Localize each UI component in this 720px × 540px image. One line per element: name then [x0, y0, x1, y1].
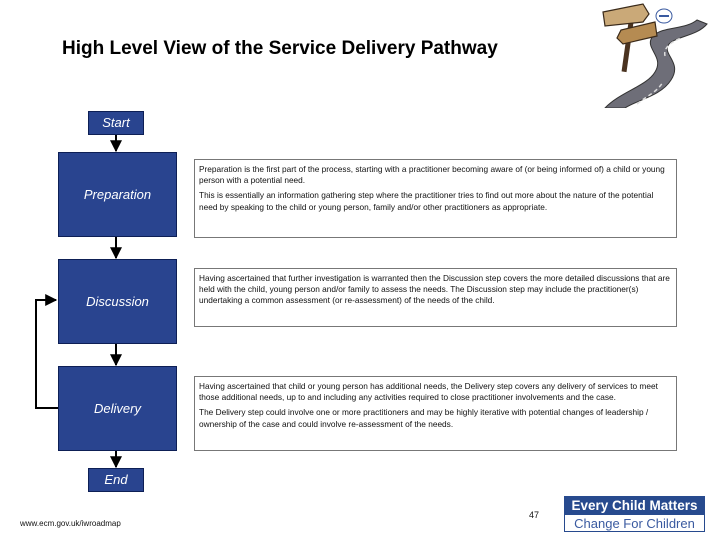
signpost-road-icon — [602, 3, 708, 108]
delivery-description: Having ascertained that child or young p… — [194, 376, 677, 451]
end-label: End — [104, 472, 128, 487]
preparation-paragraph-1: Preparation is the first part of the pro… — [199, 164, 665, 186]
discussion-paragraph-1: Having ascertained that further investig… — [199, 273, 670, 306]
page-title: High Level View of the Service Delivery … — [62, 38, 498, 59]
footer-url: www.ecm.gov.uk/iwroadmap — [20, 519, 121, 528]
discussion-description: Having ascertained that further investig… — [194, 268, 677, 327]
preparation-description: Preparation is the first part of the pro… — [194, 159, 677, 238]
step-preparation-label: Preparation — [83, 187, 152, 202]
step-delivery-label: Delivery — [94, 401, 141, 416]
feedback-loop-delivery-to-discussion — [35, 294, 58, 409]
delivery-paragraph-2: The Delivery step could involve one or m… — [199, 407, 649, 429]
start-label: Start — [102, 115, 130, 130]
preparation-paragraph-2: This is essentially an information gathe… — [199, 190, 654, 212]
logo-line-1: Every Child Matters — [564, 496, 705, 515]
every-child-matters-logo: Every Child Matters Change For Children — [564, 496, 705, 532]
logo-line-2: Change For Children — [564, 515, 705, 532]
delivery-paragraph-1: Having ascertained that child or young p… — [199, 381, 658, 403]
end-terminal: End — [88, 468, 144, 492]
step-discussion-label: Discussion — [86, 294, 149, 309]
start-terminal: Start — [88, 111, 144, 135]
step-discussion: Discussion — [58, 259, 177, 344]
page-number: 47 — [529, 510, 540, 520]
step-delivery: Delivery — [58, 366, 177, 451]
step-preparation: Preparation — [58, 152, 177, 237]
